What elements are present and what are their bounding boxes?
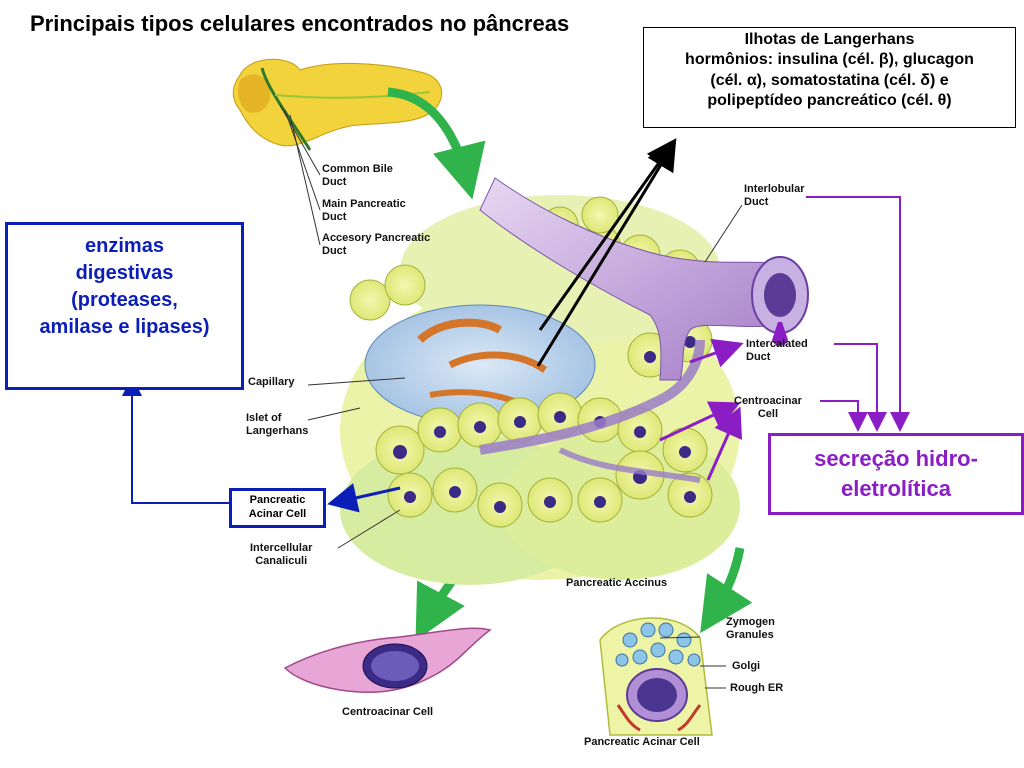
label-line: Langerhans (246, 425, 309, 438)
acinar-label-line-1: Pancreatic (249, 494, 306, 506)
arrow-intercalated (689, 338, 744, 368)
label-line: Duct (322, 211, 347, 224)
label-line: Duct (322, 245, 347, 258)
islet-box-line-2: hormônios: insulina (cél. β), glucagon (685, 51, 974, 69)
pancreatic-acinar-cell-label: Pancreatic Acinar Cell (229, 488, 326, 528)
interlobular-duct-label: Interlobular Duct (744, 183, 805, 210)
green-arrow-organ (387, 87, 486, 200)
label-line: Centroacinar (734, 395, 802, 407)
arrow-acinar-label (327, 483, 401, 513)
label-line: Granules (726, 629, 774, 642)
pancreatic-acinar-cell-bottom-label: Pancreatic Acinar Cell (584, 736, 700, 748)
islet-box-line-4: polipeptídeo pancreático (cél. θ) (707, 92, 952, 110)
centroacinar-cell-bottom-label: Centroacinar Cell (342, 706, 434, 718)
label-line: Common Bile (322, 163, 393, 175)
intercalated-duct-label: Intercalated Duct (746, 338, 808, 365)
arrow-centroacinar-2 (706, 406, 743, 481)
label-line: Intercalated (746, 338, 808, 350)
zymogen-granules-label: Zymogen Granules (726, 616, 775, 643)
acinar-cell-drawing (599, 617, 713, 736)
centroacinar-cell-drawing (283, 627, 492, 693)
arrow-islet-2 (536, 139, 677, 367)
label-line: Interlobular (744, 183, 805, 195)
label-line: Accesory Pancreatic (322, 232, 431, 244)
pancreas-organ (232, 58, 442, 151)
intercellular-canaliculi-label: Intercellular Canaliculi (250, 542, 312, 569)
enzymes-box-line-3: (proteases, (71, 289, 178, 311)
label-line: Canaliculi (255, 555, 308, 568)
islet-box-line-1: Ilhotas de Langerhans (744, 31, 915, 48)
capillary-label: Capillary (248, 376, 295, 388)
enzymes-box-line-2: digestivas (75, 262, 174, 284)
enzymes-box-line-1: enzimas (85, 235, 164, 257)
main-pancreatic-duct-label: Main Pancreatic Duct (322, 198, 406, 225)
label-line: Duct (746, 351, 771, 364)
label-line: Intercellular (250, 542, 313, 554)
golgi-label: Golgi (732, 660, 761, 672)
tissue-mass (340, 195, 740, 585)
label-line: Main Pancreatic (322, 198, 406, 210)
connector-centroacinar (820, 400, 868, 432)
acinar-label-line-2: Acinar Cell (248, 507, 307, 520)
islet-box-line-3: (cél. α), somatostatina (cél. δ) e (710, 71, 949, 89)
secretion-box-line-1: secreção hidro- (814, 446, 978, 471)
label-line: Islet of (246, 412, 282, 424)
interlobular-duct (479, 177, 809, 381)
label-line: Duct (744, 196, 769, 209)
pancreatic-accinus-label: Pancreatic Accinus (566, 577, 668, 589)
connector-enzymes (122, 376, 229, 504)
islet-hormones-box: Ilhotas de Langerhans hormônios: insulin… (643, 27, 1016, 128)
connector-interlobular (806, 196, 910, 432)
label-line: Duct (322, 176, 347, 189)
arrow-islet-1 (538, 138, 677, 331)
common-bile-duct-label: Common Bile Duct (322, 163, 393, 190)
connector-intercalated (834, 343, 887, 432)
label-line: Zymogen (726, 616, 775, 628)
secretion-box-line-2: eletrolítica (840, 475, 952, 501)
digestive-enzymes-box: enzimas digestivas (proteases, amilase e… (5, 222, 244, 390)
rough-er-label: Rough ER (730, 682, 784, 694)
page-title: Principais tipos celulares encontrados n… (30, 11, 570, 36)
label-line: Cell (757, 408, 779, 421)
green-arrow-acinar (700, 547, 753, 634)
islet-of-langerhans-label: Islet of Langerhans (246, 412, 308, 439)
accessory-pancreatic-duct-label: Accesory Pancreatic Duct (322, 232, 430, 259)
hydroelectrolytic-secretion-box: secreção hidro- eletrolítica (768, 433, 1024, 515)
enzymes-box-line-4: amilase e lipases) (39, 316, 210, 338)
centroacinar-cell-label: Centroacinar Cell (734, 395, 802, 422)
